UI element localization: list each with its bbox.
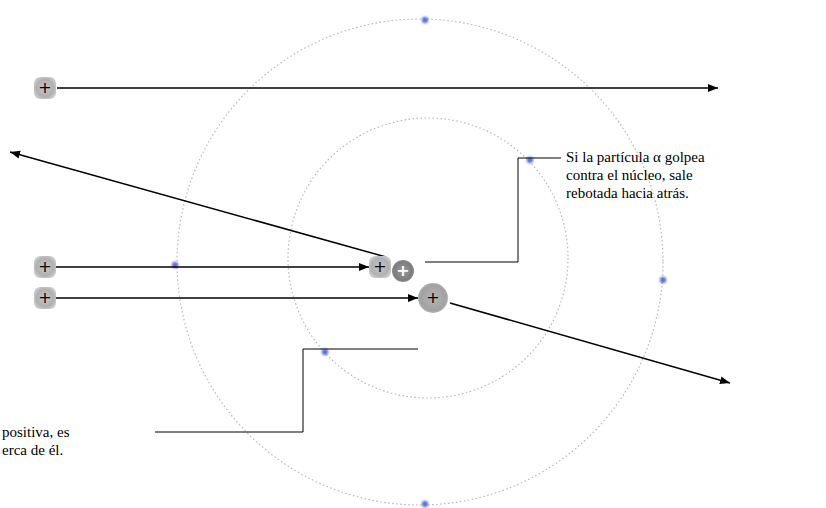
alpha-particle: + — [369, 256, 391, 278]
undeflected-path — [57, 87, 718, 89]
alpha-particle: + — [34, 77, 56, 99]
charge-sign: + — [38, 80, 51, 96]
electron — [422, 17, 428, 23]
charge-sign: + — [38, 290, 51, 306]
charge-sign: + — [396, 263, 409, 279]
inner-orbit — [288, 118, 568, 398]
nucleus: + — [392, 260, 414, 282]
callout-note: Si la partícula α golpea contra el núcle… — [566, 148, 721, 202]
particle-trajectory — [56, 297, 418, 299]
electron — [422, 501, 428, 507]
leader-line — [155, 349, 418, 432]
electron — [660, 277, 666, 283]
electron — [322, 349, 328, 355]
charge-sign: + — [373, 259, 386, 275]
alpha-particle: + — [34, 287, 56, 309]
alpha-particle: + — [418, 283, 448, 313]
leader-line — [425, 158, 561, 262]
electrons — [172, 17, 666, 507]
charge-sign: + — [38, 259, 51, 275]
charge-sign: + — [426, 290, 439, 306]
callout-note: positiva, es erca de él. — [2, 423, 88, 459]
rebound-path — [10, 152, 386, 257]
particle-trajectory — [56, 266, 369, 268]
alpha-particle: + — [34, 256, 56, 278]
deflected-path — [450, 303, 730, 383]
